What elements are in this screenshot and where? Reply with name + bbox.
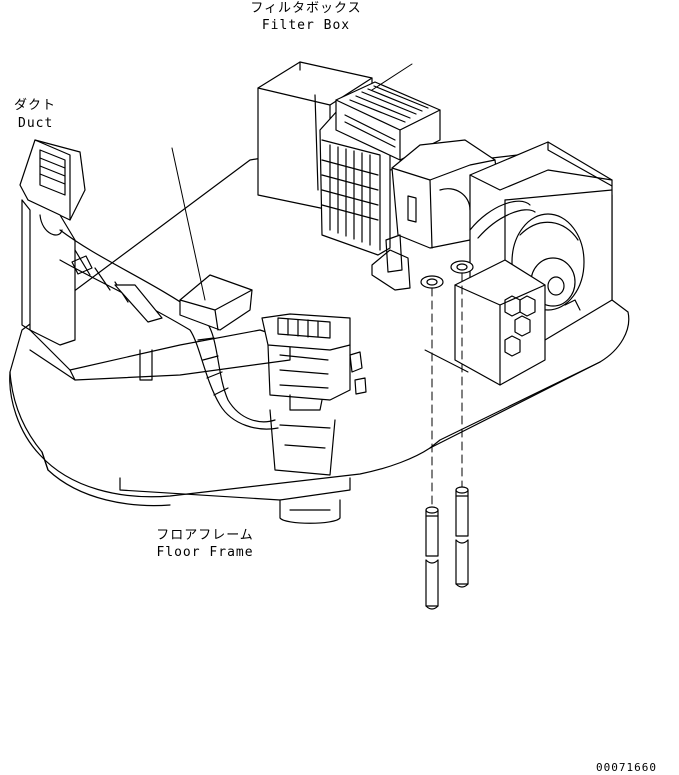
duct-assembly bbox=[20, 140, 290, 429]
ac-unit bbox=[455, 142, 612, 385]
drain-fittings bbox=[372, 235, 473, 290]
drain-hoses bbox=[426, 487, 468, 609]
floor-frame-label-en: Floor Frame bbox=[156, 545, 254, 560]
filter-grille bbox=[320, 82, 440, 255]
duct-label-jp: ダクト bbox=[14, 98, 57, 113]
drawing-number: 00071660 bbox=[596, 761, 657, 774]
leader-lines bbox=[372, 64, 468, 510]
floor-frame-label-jp: フロアフレーム bbox=[156, 528, 254, 543]
center-vent-unit bbox=[262, 314, 366, 475]
filter-box-label-en: Filter Box bbox=[261, 18, 351, 33]
duct-label-en: Duct bbox=[18, 116, 54, 131]
filter-box-label-jp: フィルタボックス bbox=[250, 1, 362, 16]
